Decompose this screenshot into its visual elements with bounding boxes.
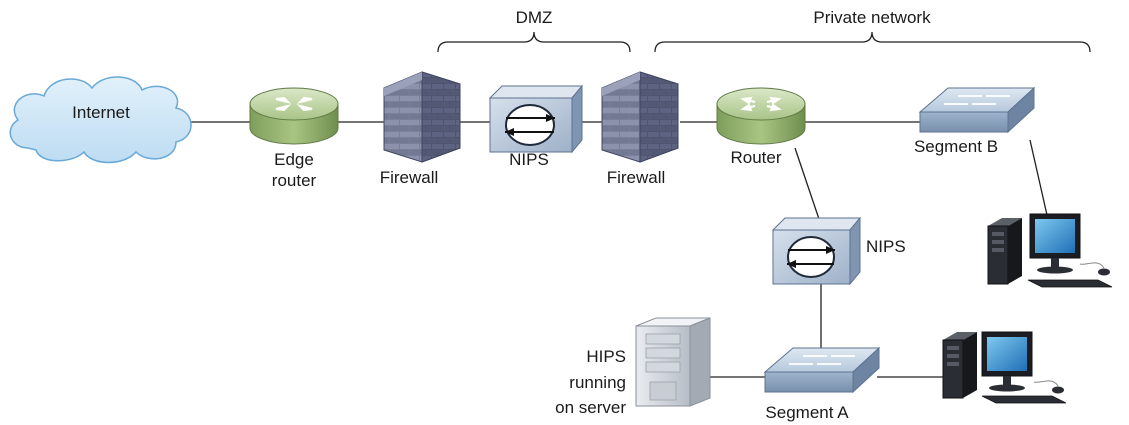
server-icon [635,317,711,407]
firewall-1-icon [383,71,461,163]
hips-label-line1: HIPS [586,347,626,366]
nips-1-label: NIPS [509,150,549,169]
connection-lines [190,121,1048,378]
link-router-nips [794,147,821,223]
hips-label-line3: on server [555,398,626,417]
firewall-2-label: Firewall [606,168,666,187]
nips-2-label: NIPS [866,237,906,256]
segment-a-label: Segment A [765,403,849,422]
edge-router-icon [249,87,339,145]
link-segment-b-pc [1029,139,1048,216]
router-label: Router [730,148,782,167]
hips-label-line2: running [569,373,626,392]
nips-2-icon [771,216,862,286]
segment-a-switch-icon [763,346,881,394]
edge-router-label-line2: router [271,171,317,190]
segment-b-switch-icon [918,86,1036,134]
dmz-bracket [437,31,631,53]
pc-segment-a-icon [942,331,1067,404]
router-icon [716,87,806,145]
dmz-label: DMZ [515,8,553,27]
pc-segment-b-icon [987,213,1113,288]
edge-router-label-line1: Edge [274,150,314,169]
internet-cloud-icon [9,76,192,164]
nips-1-icon [488,84,584,154]
private-network-label: Private network [813,8,931,27]
firewall-2-icon [601,71,679,163]
private-network-bracket [654,31,1091,53]
internet-label: Internet [72,103,130,122]
firewall-1-label: Firewall [379,168,439,187]
segment-b-label: Segment B [913,137,999,156]
